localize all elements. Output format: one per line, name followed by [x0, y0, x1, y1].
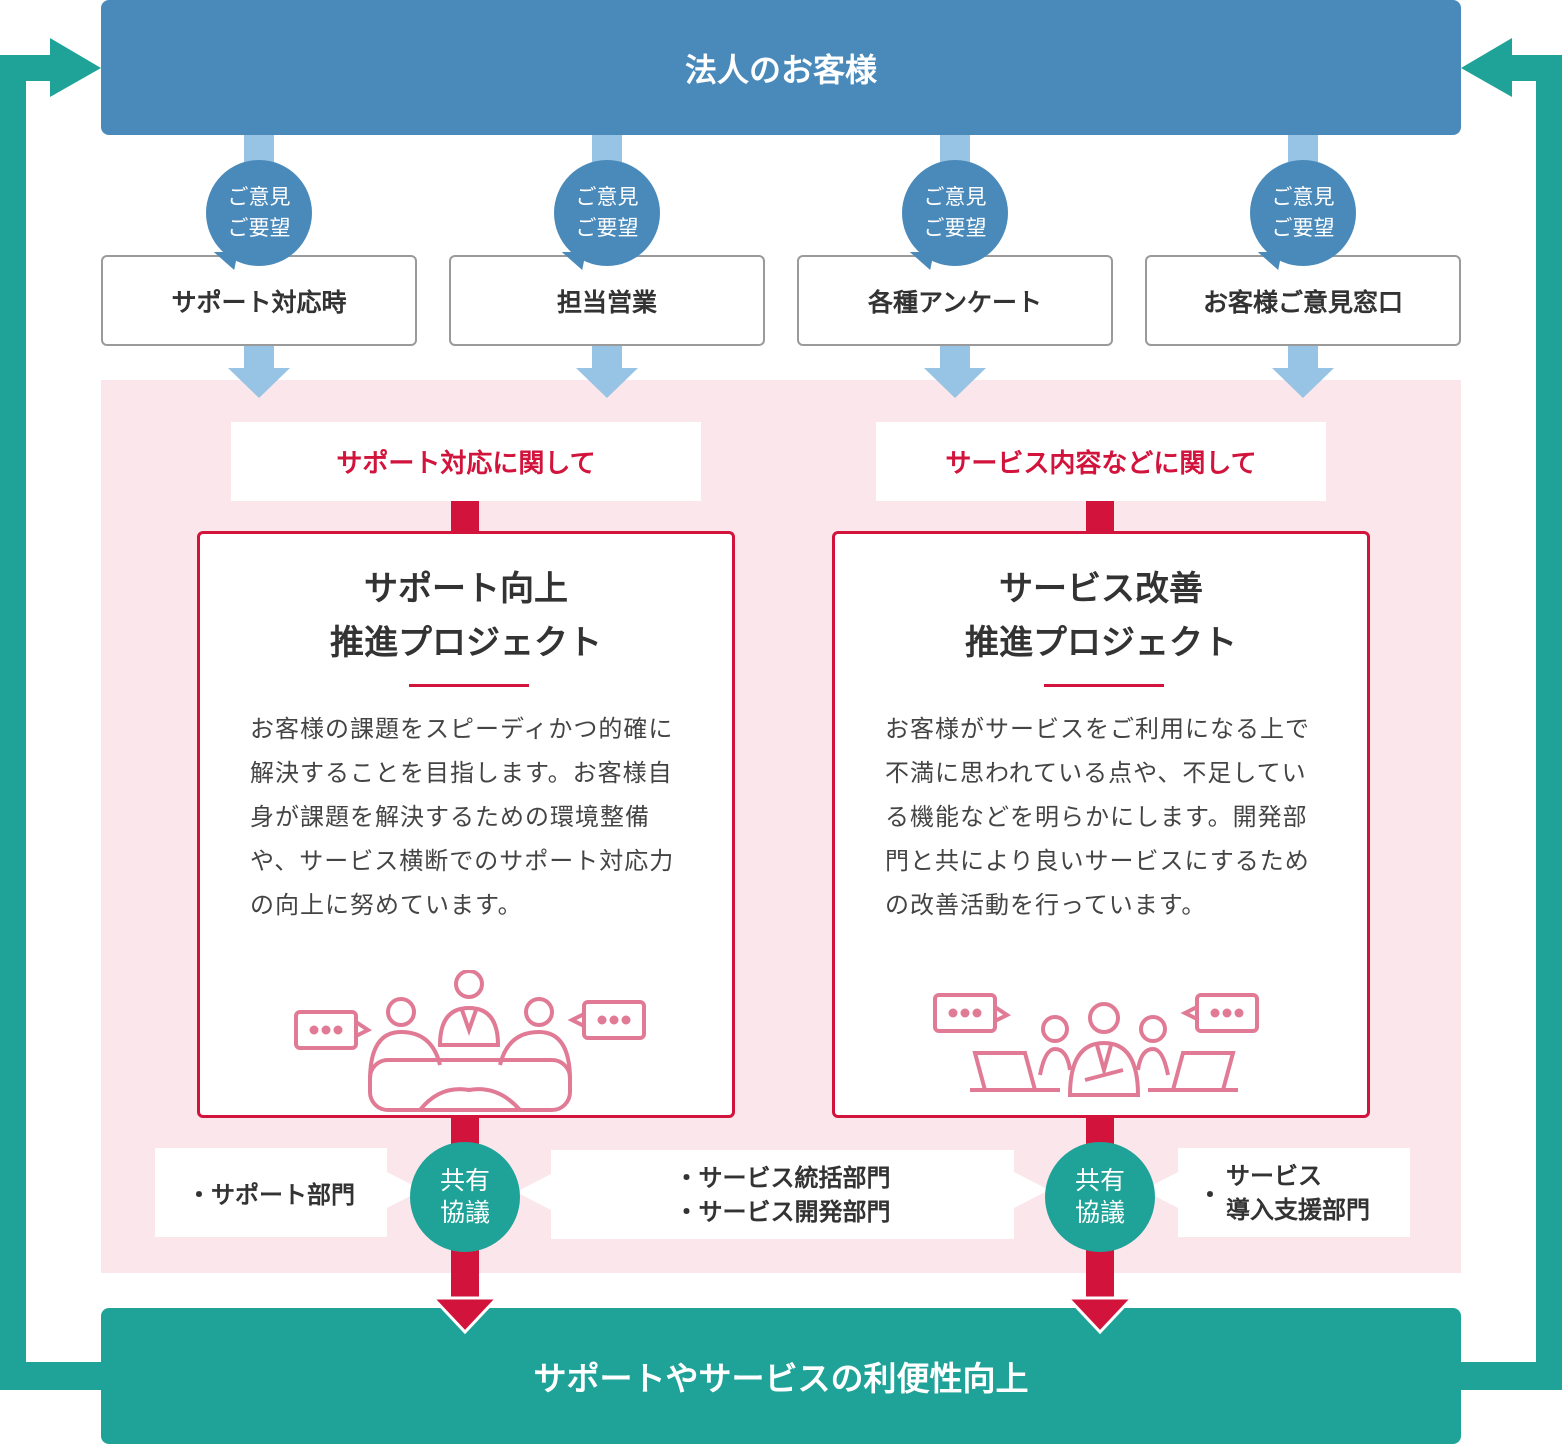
feedback-bubble: ご意見ご要望	[1250, 160, 1356, 266]
service-project-card: サービス改善推進プロジェクト お客様がサービスをご利用になる上で不満に思われてい…	[832, 531, 1370, 1118]
support-project-card: サポート向上推進プロジェクト お客様の課題をスピーディかつ的確に解決することを目…	[197, 531, 735, 1118]
dept-pointers	[387, 1172, 1178, 1210]
project-title: サービス改善推進プロジェクト	[965, 569, 1237, 663]
arrow-stem	[940, 346, 970, 369]
arrow-down-icon	[1065, 1296, 1135, 1335]
team-at-laptops-illustration-icon	[933, 993, 1259, 1097]
left-loop-arrow	[0, 38, 101, 1390]
source-box: サポート対応時	[101, 255, 417, 346]
arrow-down-icon	[924, 368, 986, 398]
arrow-down-icon	[430, 1296, 500, 1335]
feedback-bubble: ご意見ご要望	[554, 160, 660, 266]
connector	[1086, 501, 1114, 533]
share-discuss-badge: 共有協議	[410, 1142, 520, 1252]
project-title: サポート向上推進プロジェクト	[330, 569, 602, 663]
arrow-stem	[244, 346, 274, 369]
connector	[451, 501, 479, 533]
source-box: お客様ご意見窓口	[1145, 255, 1461, 346]
divider	[1044, 684, 1164, 687]
project-description: お客様がサービスをご利用になる上で不満に思われている点や、不足している機能などを…	[885, 715, 1310, 919]
arrow-stem	[592, 346, 622, 369]
corporate-customers-header: 法人のお客様	[101, 0, 1461, 135]
dept-onboarding: ・ サービス導入支援部門	[1178, 1148, 1410, 1237]
feedback-bubble: ご意見ご要望	[206, 160, 312, 266]
arrow-down-icon	[576, 368, 638, 398]
dept-support: ・サポート部門	[155, 1148, 387, 1237]
arrow-down-icon	[1272, 368, 1334, 398]
arrow-stem	[1288, 346, 1318, 369]
dept-service: ・サービス統括部門・サービス開発部門	[551, 1150, 1014, 1239]
label-service: サービス内容などに関して	[876, 422, 1326, 501]
arrow-down-icon	[228, 368, 290, 398]
feedback-bubble: ご意見ご要望	[902, 160, 1008, 266]
improvement-footer: サポートやサービスの利便性向上	[101, 1308, 1461, 1444]
divider	[409, 684, 529, 687]
source-box: 各種アンケート	[797, 255, 1113, 346]
meeting-illustration-icon	[294, 970, 646, 1112]
share-discuss-badge: 共有協議	[1045, 1142, 1155, 1252]
source-box: 担当営業	[449, 255, 765, 346]
project-description: お客様の課題をスピーディかつ的確に解決することを目指します。お客様自身が課題を解…	[250, 715, 675, 919]
label-support: サポート対応に関して	[231, 422, 701, 501]
right-loop-arrow	[1461, 38, 1562, 1390]
